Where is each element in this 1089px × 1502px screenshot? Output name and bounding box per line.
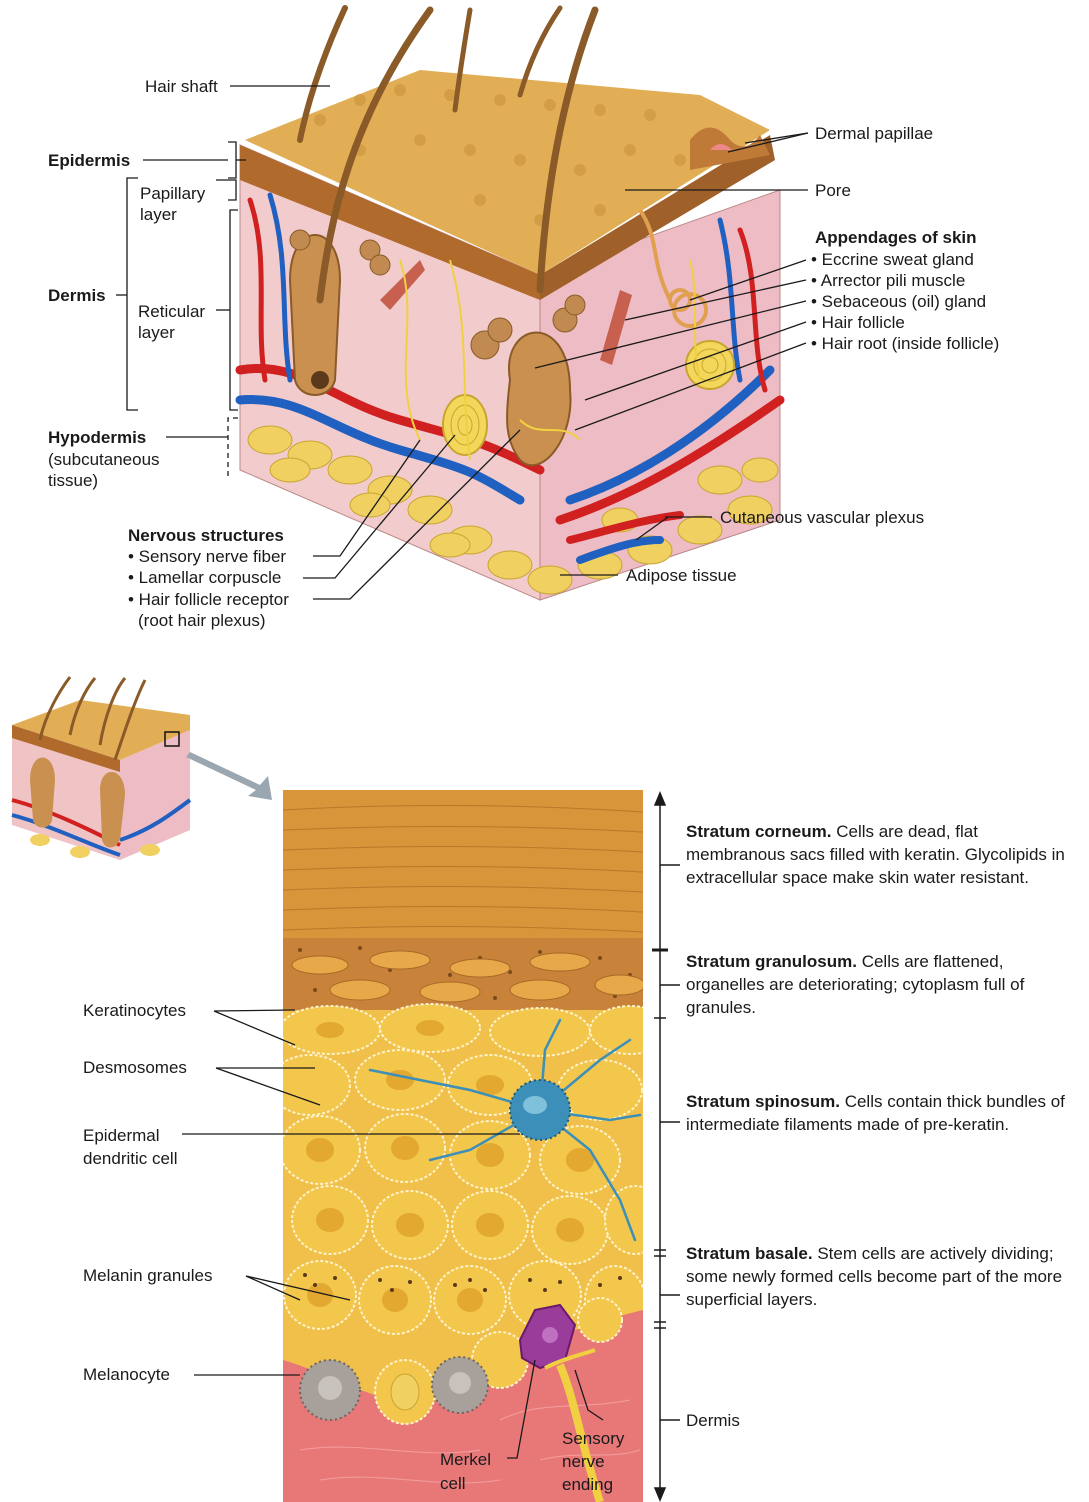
pore-label: Pore [815, 180, 851, 201]
stratum-basale-desc: Stratum basale. Stem cells are actively … [686, 1242, 1071, 1311]
stratum-granulosum-name: Stratum granulosum. [686, 952, 857, 971]
stratum-spinosum-desc: Stratum spinosum. Cells contain thick bu… [686, 1090, 1071, 1136]
melanin-granules-label: Melanin granules [83, 1265, 212, 1286]
layer-scale [652, 793, 680, 1500]
dermis-label: Dermis [48, 285, 106, 306]
hair-shaft-label: Hair shaft [145, 76, 218, 97]
adipose-label: Adipose tissue [626, 565, 737, 586]
stratum-corneum-name: Stratum corneum. [686, 822, 831, 841]
appendages-title: Appendages of skin [815, 227, 977, 248]
keratinocytes-label: Keratinocytes [83, 1000, 186, 1021]
epidermis-detail [270, 790, 670, 1502]
nervous-title: Nervous structures [128, 525, 284, 546]
stratum-corneum-desc: Stratum corneum. Cells are dead, flat me… [686, 820, 1076, 889]
appendage-hair-root: • Hair root (inside follicle) [811, 333, 999, 354]
stratum-basale-name: Stratum basale. [686, 1244, 813, 1263]
stratum-granulosum-desc: Stratum granulosum. Cells are flattened,… [686, 950, 1086, 1019]
appendage-sebaceous: • Sebaceous (oil) gland [811, 291, 986, 312]
dermal-papillae-label: Dermal papillae [815, 123, 933, 144]
nervous-root-hair-plexus: (root hair plexus) [138, 610, 266, 631]
stratum-spinosum-name: Stratum spinosum. [686, 1092, 840, 1111]
melanocyte-label: Melanocyte [83, 1364, 170, 1385]
dermis-desc-text: Dermis [686, 1411, 740, 1430]
merkel-cell-label: Merkel cell [440, 1448, 491, 1496]
appendage-eccrine: • Eccrine sweat gland [811, 249, 974, 270]
hypodermis-note: (subcutaneous tissue) [48, 449, 160, 491]
appendage-arrector: • Arrector pili muscle [811, 270, 965, 291]
hypodermis-label: Hypodermis [48, 427, 146, 448]
sensory-nerve-ending-label: Sensory nerve ending [562, 1427, 624, 1496]
nervous-lamellar: • Lamellar corpuscle [128, 567, 281, 588]
desmosomes-label: Desmosomes [83, 1057, 187, 1078]
papillary-layer-label: Papillary layer [140, 183, 205, 225]
dermis-desc: Dermis [686, 1409, 886, 1432]
reticular-layer-label: Reticular layer [138, 301, 205, 343]
vascular-plexus-label: Cutaneous vascular plexus [720, 507, 924, 528]
nervous-hair-follicle-receptor: • Hair follicle receptor [128, 589, 289, 610]
epidermis-label: Epidermis [48, 150, 130, 171]
nervous-sensory-fiber: • Sensory nerve fiber [128, 546, 286, 567]
dendritic-cell-label: Epidermal dendritic cell [83, 1124, 178, 1170]
appendage-hair-follicle: • Hair follicle [811, 312, 905, 333]
thumbnail-skin-block [12, 677, 272, 860]
